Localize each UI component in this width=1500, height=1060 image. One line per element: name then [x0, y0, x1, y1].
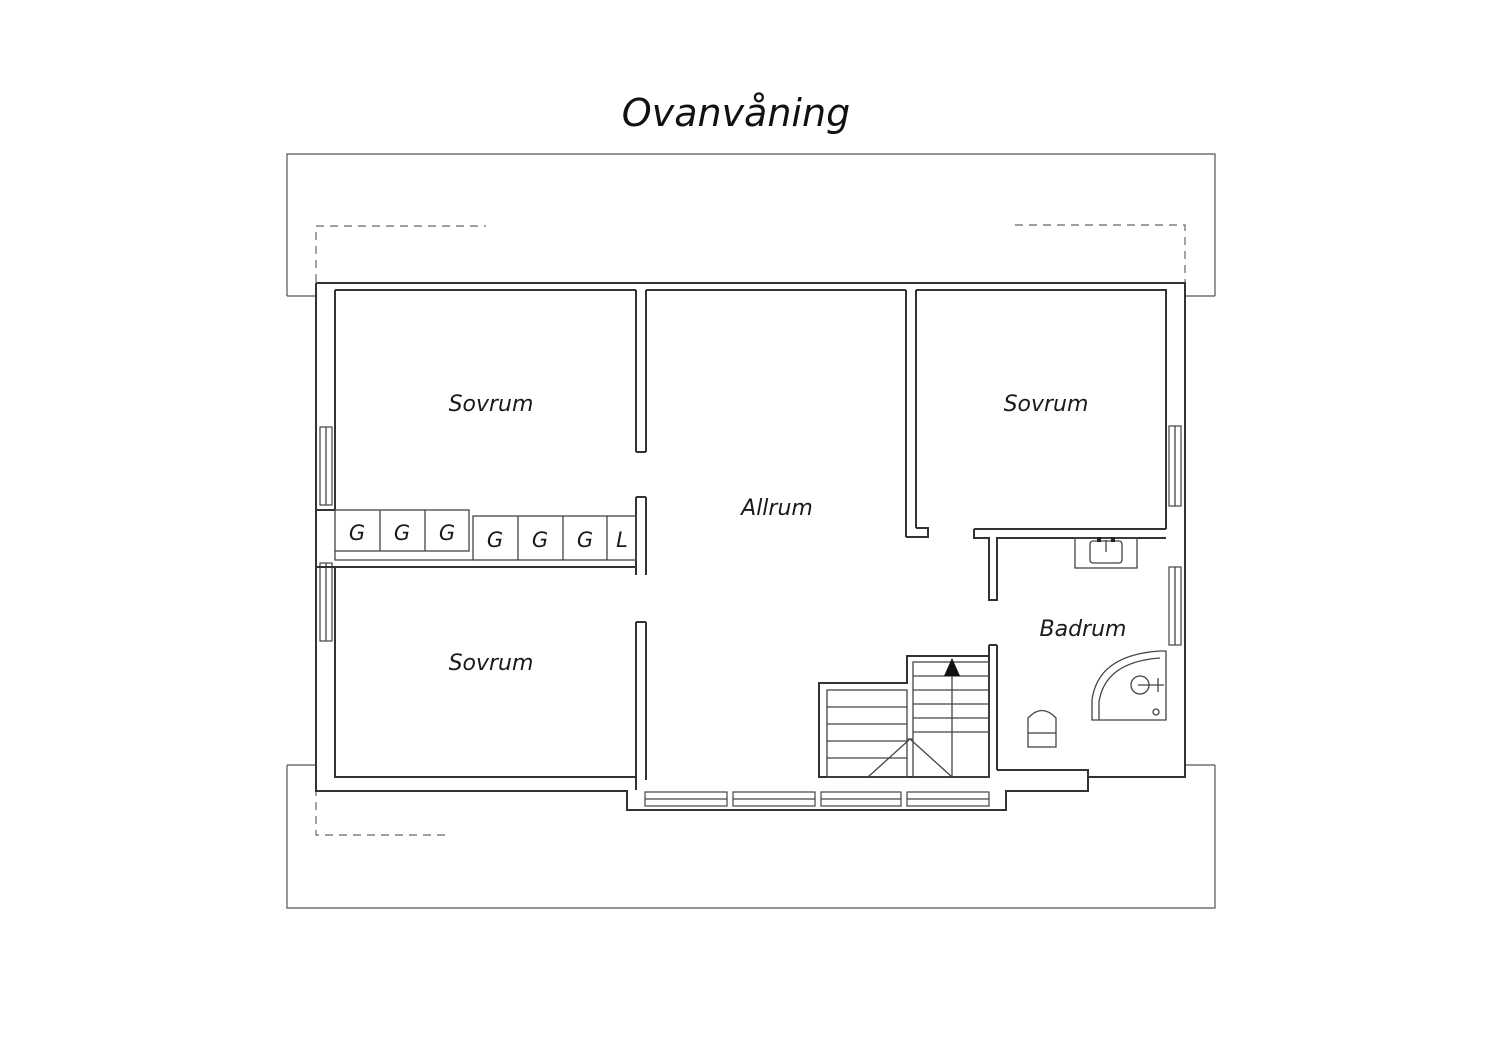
closet-row: G G G G G G L — [316, 509, 637, 568]
exterior-walls — [315, 282, 1186, 811]
closet-label: G — [349, 521, 365, 545]
dashed-roof-markers — [315, 224, 1186, 836]
closet-label: L — [616, 528, 628, 552]
closet-label: G — [439, 521, 455, 545]
roof-outline — [286, 153, 1216, 909]
room-labels: Sovrum Sovrum Sovrum Allrum Badrum — [449, 392, 1127, 676]
toilet-icon — [1027, 709, 1057, 748]
closet-label: G — [394, 521, 410, 545]
closet-box — [334, 509, 470, 552]
staircase — [818, 645, 990, 778]
room-label-sovrum: Sovrum — [449, 651, 534, 676]
closet-label: G — [577, 528, 593, 552]
sink-icon — [1074, 537, 1138, 569]
windows — [319, 425, 1182, 807]
closet-label: G — [532, 528, 548, 552]
closet-label: G — [487, 528, 503, 552]
arrow-up-icon — [944, 658, 960, 676]
room-label-badrum: Badrum — [1040, 617, 1127, 642]
shower-icon — [1091, 650, 1167, 721]
closet-box — [472, 515, 637, 561]
room-label-sovrum: Sovrum — [1004, 392, 1089, 417]
window-bottom-band — [644, 791, 990, 807]
plan-title: Ovanvåning — [622, 91, 850, 135]
interior-walls — [635, 290, 1166, 790]
room-label-allrum: Allrum — [739, 496, 813, 521]
bathroom-fixtures — [1027, 537, 1167, 748]
room-label-sovrum: Sovrum — [449, 392, 534, 417]
